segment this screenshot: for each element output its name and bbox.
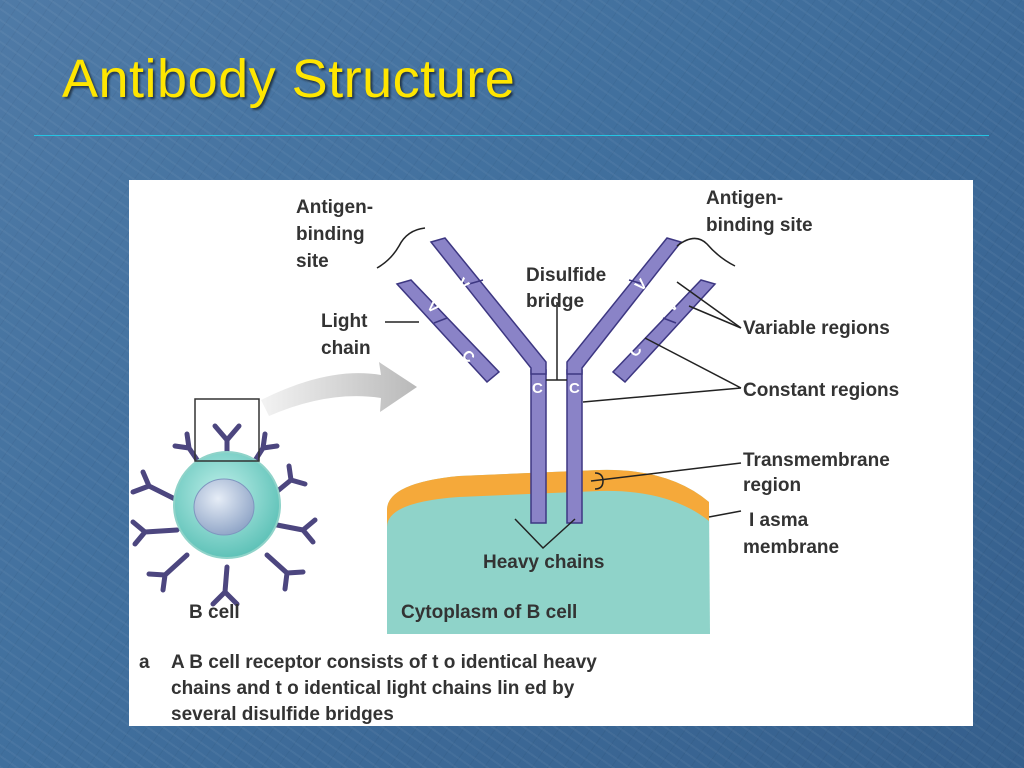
label-constant-regions: Constant regions (743, 380, 899, 401)
zoom-arrow (261, 362, 417, 416)
label-plasma-membrane: I asma membrane (743, 510, 839, 558)
antibody-diagram: V V V V C C C C Antigen- binding site An… (130, 188, 899, 725)
figure-caption: A B cell receptor consists of t o identi… (171, 652, 602, 725)
title-divider (34, 135, 989, 136)
light-chain-left (395, 279, 501, 384)
label-antigen-binding-site-left: Antigen- binding site (296, 197, 378, 272)
svg-text:C: C (532, 380, 543, 397)
label-disulfide-bridge: Disulfide bridge (526, 265, 612, 312)
heavy-chain-right-arm (566, 237, 683, 375)
label-cytoplasm: Cytoplasm of B cell (401, 602, 577, 623)
caption-letter: a (139, 652, 150, 673)
svg-text:C: C (569, 380, 580, 397)
b-cell-illustration (130, 398, 318, 607)
label-antigen-binding-site-right: Antigen- binding site (706, 188, 813, 236)
label-variable-regions: Variable regions (743, 318, 890, 339)
cytoplasm-region (387, 469, 710, 634)
plasma-membrane (387, 469, 709, 527)
slide-title: Antibody Structure (62, 49, 516, 109)
label-heavy-chains: Heavy chains (483, 552, 604, 573)
label-b-cell: B cell (189, 602, 240, 623)
zoom-box (194, 398, 260, 462)
antibody-figure: V V V V C C C C Antigen- binding site An… (129, 180, 973, 726)
label-light-chain: Light chain (321, 311, 373, 359)
heavy-chain-left-arm (429, 237, 547, 375)
label-transmembrane-region: Transmembrane region (743, 450, 895, 496)
